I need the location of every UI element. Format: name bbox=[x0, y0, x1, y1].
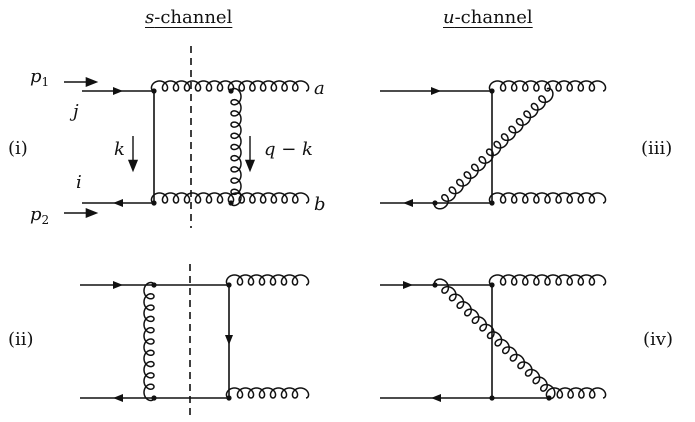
quark-arrow-top-head bbox=[403, 281, 413, 289]
momentum-p1-letter: p bbox=[30, 66, 42, 87]
quark-arrow-outgoing-i-head bbox=[113, 199, 123, 207]
quark-arrow-vertical-head bbox=[225, 335, 233, 345]
momentum-p2-label: p2 bbox=[30, 204, 50, 227]
diagram-ii-s-channel-crossed bbox=[80, 274, 310, 402]
quark-arrow-bottom bbox=[403, 199, 413, 207]
gluon-vertical-exchange bbox=[143, 281, 155, 402]
unitarity-cut-lines bbox=[189, 46, 192, 418]
vertex-bottom-right bbox=[226, 395, 232, 401]
vertex-bottom-left bbox=[432, 200, 438, 206]
panel-label-iv: (iv) bbox=[643, 329, 673, 350]
quark-arrow-incoming-j bbox=[113, 87, 123, 95]
outgoing-gluon-bottom bbox=[545, 387, 607, 399]
vertex-top bbox=[489, 88, 495, 94]
outgoing-gluon-b bbox=[227, 192, 310, 204]
gluon-diagonal-crossing bbox=[433, 87, 554, 210]
momentum-p2-letter: p bbox=[30, 204, 42, 225]
vertex-top bbox=[489, 282, 495, 288]
vertex-bottom-left bbox=[151, 200, 157, 206]
vertex-top-left bbox=[432, 282, 438, 288]
gluon-bottom-rung bbox=[150, 192, 235, 204]
gluon-top-rung bbox=[150, 80, 235, 92]
outgoing-gluon-top bbox=[225, 274, 310, 286]
diagram-iii-u-channel bbox=[380, 80, 607, 210]
outgoing-gluon-top bbox=[488, 80, 607, 92]
u-channel-header: u-channel bbox=[443, 9, 533, 27]
momentum-p1-subscript: 1 bbox=[41, 75, 50, 89]
quark-arrow-top bbox=[113, 281, 123, 289]
vertex-bottom-right bbox=[228, 200, 234, 206]
gluon-index-a-label: a bbox=[314, 78, 325, 99]
quark-arrow-bottom bbox=[113, 394, 123, 402]
vertex-bottom-left bbox=[151, 395, 157, 401]
vertex-bottom bbox=[489, 395, 495, 401]
panel-label-ii: (ii) bbox=[8, 329, 34, 350]
vertex-top-left bbox=[151, 282, 157, 288]
quark-arrow-bottom-head bbox=[113, 394, 123, 402]
vertex-top-left bbox=[151, 88, 157, 94]
diagram-i-s-channel-box bbox=[64, 76, 310, 219]
momentum-k-label: k bbox=[114, 139, 125, 160]
quark-arrow-top bbox=[403, 281, 413, 289]
quark-arrow-top-head bbox=[431, 87, 441, 95]
vertex-bottom bbox=[489, 200, 495, 206]
outgoing-gluon-bottom bbox=[488, 192, 607, 204]
panel-label-i: (i) bbox=[8, 138, 28, 159]
index-j-label: j bbox=[73, 101, 79, 122]
quark-arrow-vertical bbox=[225, 335, 233, 345]
quark-arrow-top bbox=[431, 87, 441, 95]
outgoing-gluon-a bbox=[227, 80, 310, 92]
outgoing-gluon-top bbox=[488, 274, 607, 286]
quark-arrow-top-head bbox=[113, 281, 123, 289]
s-channel-header: s-channel bbox=[145, 9, 232, 27]
panel-label-iii: (iii) bbox=[641, 138, 673, 159]
gluon-index-b-label: b bbox=[314, 194, 326, 215]
quark-arrow-bottom-head bbox=[431, 394, 441, 402]
quark-arrow-incoming-j-head bbox=[113, 87, 123, 95]
quark-arrow-bottom-head bbox=[403, 199, 413, 207]
vertex-top-right bbox=[228, 88, 234, 94]
gluon-vertical-exchange bbox=[230, 87, 242, 207]
vertex-bottom-right bbox=[546, 395, 552, 401]
quark-arrow-bottom bbox=[431, 394, 441, 402]
vertex-top-right bbox=[226, 282, 232, 288]
index-i-label: i bbox=[76, 172, 82, 193]
s-channel-header-letter: s bbox=[145, 7, 155, 28]
s-channel-header-text: -channel bbox=[154, 7, 233, 28]
outgoing-gluon-bottom bbox=[225, 387, 310, 399]
gluon-diagonal-crossing bbox=[433, 278, 556, 400]
u-channel-header-text: -channel bbox=[454, 7, 533, 28]
u-channel-header-letter: u bbox=[443, 7, 455, 28]
momentum-p2-subscript: 2 bbox=[41, 213, 50, 227]
momentum-q-minus-k-label: q − k bbox=[264, 139, 313, 160]
diagram-iv-u-channel bbox=[380, 274, 607, 402]
quark-arrow-outgoing-i bbox=[113, 199, 123, 207]
momentum-p1-label: p1 bbox=[30, 66, 50, 89]
